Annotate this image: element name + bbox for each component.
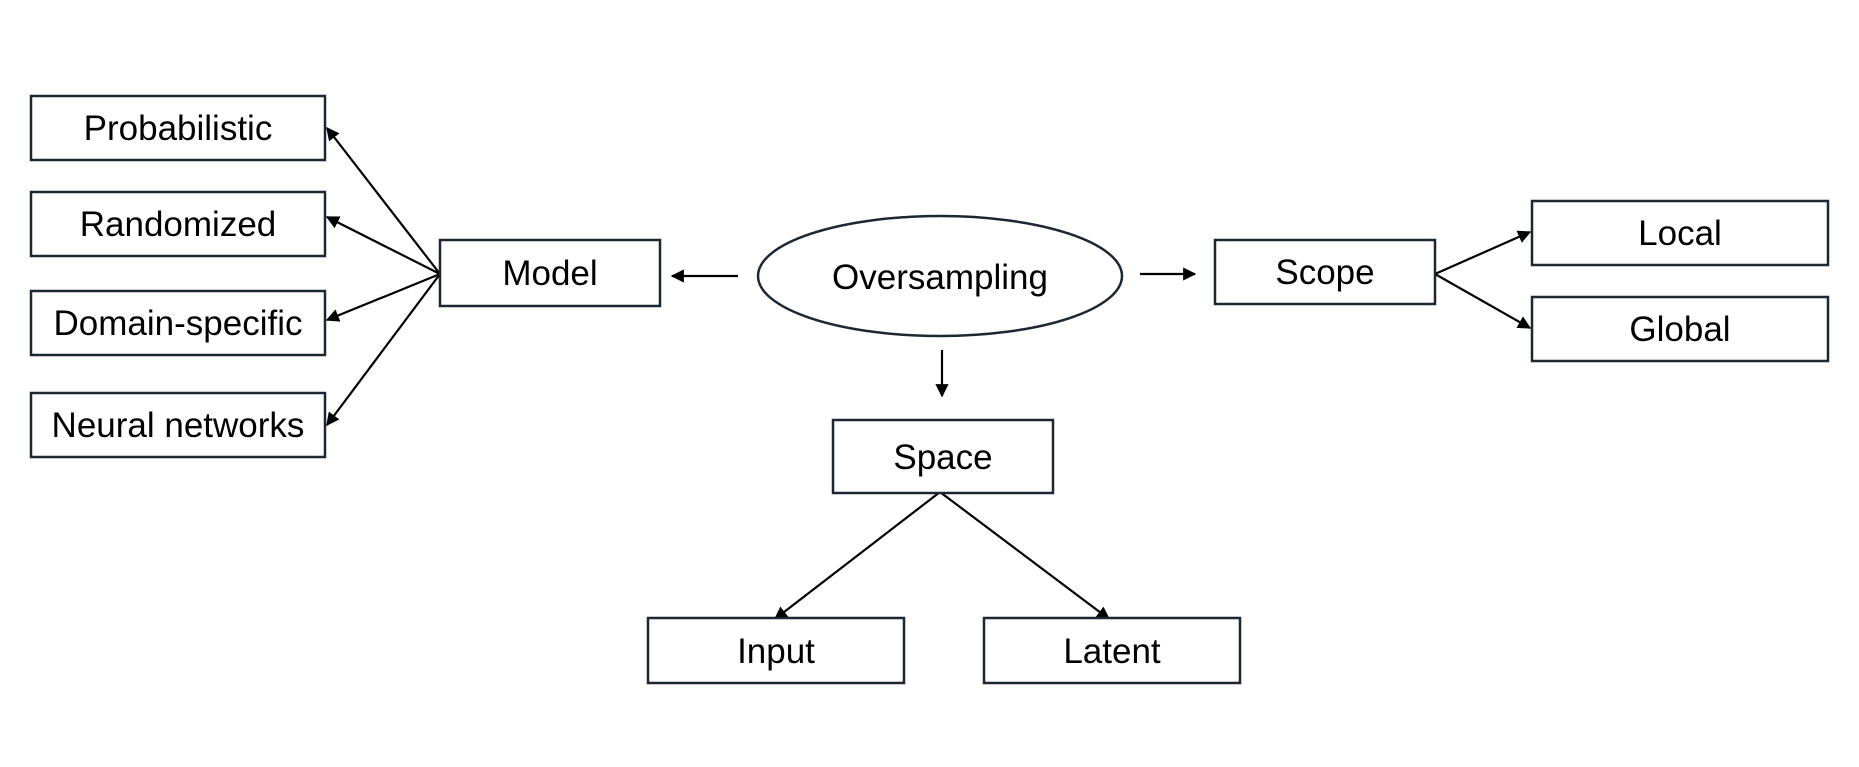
node-neural-networks: Neural networks (29, 391, 327, 459)
node-latent-label: Latent (1063, 632, 1161, 671)
edge-model-domain-specific (325, 272, 441, 322)
node-space-label: Space (893, 438, 992, 477)
edge-model-probabilistic (326, 126, 441, 275)
edge-scope-local (1434, 230, 1532, 276)
node-scope-label: Scope (1275, 253, 1374, 292)
node-domain-specific-label: Domain-specific (54, 304, 303, 343)
node-oversampling: Oversampling (756, 214, 1124, 338)
edge-scope-global (1434, 273, 1532, 329)
node-probabilistic-label: Probabilistic (84, 109, 273, 148)
node-local-label: Local (1638, 214, 1722, 253)
node-global: Global (1530, 295, 1830, 363)
node-local: Local (1530, 199, 1830, 267)
edge-space-input (773, 491, 941, 620)
node-model-label: Model (502, 254, 597, 293)
node-space: Space (831, 418, 1055, 495)
node-input-label: Input (737, 632, 815, 671)
node-global-label: Global (1629, 310, 1730, 349)
edges (325, 126, 1532, 620)
node-randomized-label: Randomized (80, 205, 277, 244)
node-input: Input (646, 616, 906, 685)
node-scope: Scope (1213, 238, 1437, 306)
edge-space-latent (939, 491, 1111, 620)
edge-model-randomized (325, 216, 441, 275)
node-randomized: Randomized (29, 190, 327, 258)
node-probabilistic: Probabilistic (29, 94, 327, 162)
node-oversampling-label: Oversampling (832, 258, 1048, 297)
node-latent: Latent (982, 616, 1242, 685)
edge-model-neural-networks (326, 273, 441, 427)
node-neural-networks-label: Neural networks (52, 406, 305, 445)
node-model: Model (438, 238, 662, 308)
node-domain-specific: Domain-specific (29, 289, 327, 357)
